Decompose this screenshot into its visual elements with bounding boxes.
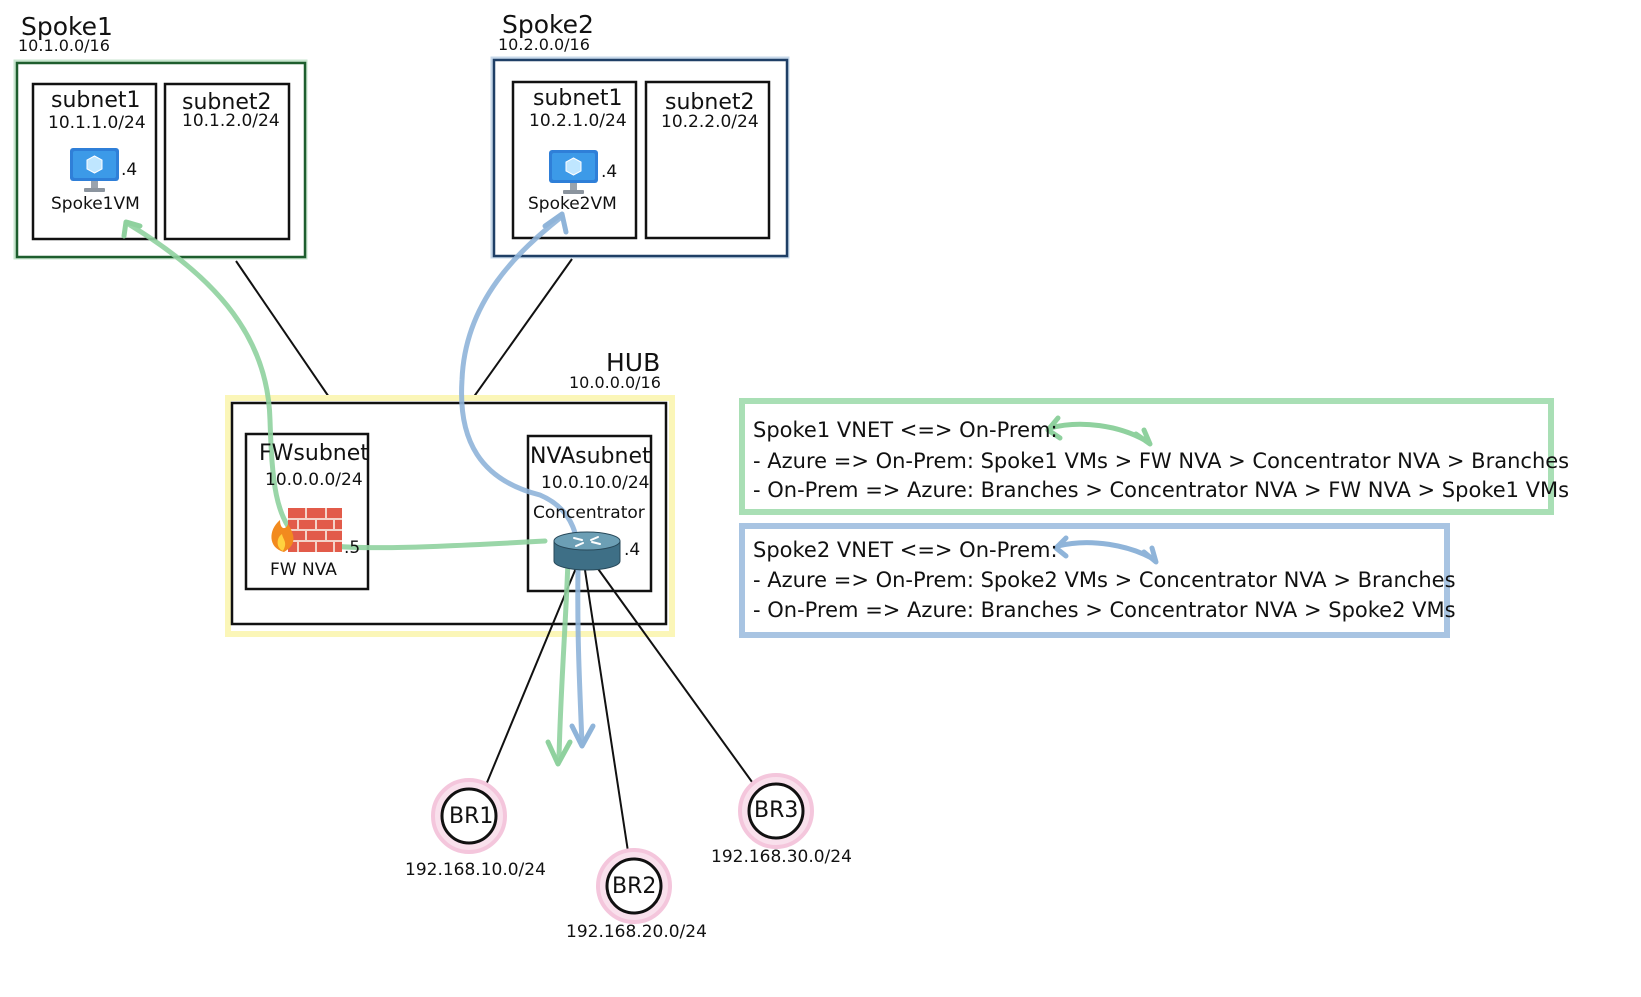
- legend-spoke2-box: [739, 523, 1450, 638]
- legend-spoke2-arrow: [1055, 540, 1158, 563]
- spoke2-subnet2-cidr: 10.2.2.0/24: [661, 112, 759, 132]
- nva-subnet-name: NVAsubnet: [530, 444, 651, 469]
- spoke1-cidr: 10.1.0.0/16: [18, 36, 110, 55]
- br3-link: [595, 565, 761, 794]
- fw-subnet-name: FWsubnet: [259, 441, 369, 466]
- legend-spoke1-line2: - On-Prem => Azure: Branches > Concentra…: [753, 478, 1570, 502]
- br2-node: [596, 848, 672, 924]
- hub-vnet-highlight: [225, 395, 675, 637]
- spoke1-subnet1-box: [31, 82, 158, 241]
- legend-spoke2-arrowhead-left: [1053, 535, 1069, 559]
- nva-subnet-cidr: 10.0.10.0/24: [541, 473, 650, 493]
- spoke1-path-down: [556, 557, 571, 763]
- br2-link: [584, 569, 630, 859]
- spoke1-subnet1-cidr: 10.1.1.0/24: [48, 113, 146, 133]
- concentrator-name: Concentrator: [533, 503, 645, 523]
- spoke1-path-arrowhead-bottom: [545, 739, 573, 767]
- spoke2-vm-name: Spoke2VM: [528, 194, 617, 214]
- spoke2-subnet1-box: [511, 80, 638, 240]
- hub-title: HUB: [606, 348, 661, 377]
- legend-spoke1-arrowhead-left: [1045, 415, 1063, 441]
- spoke2-traffic-path: [459, 215, 585, 748]
- spoke2-subnet1-name: subnet1: [533, 86, 623, 111]
- spoke1-traffic-path: [127, 222, 548, 551]
- router-icon: [553, 531, 621, 571]
- legend-spoke2-title: Spoke2 VNET <=> On-Prem:: [753, 538, 1058, 562]
- fw-subnet-box: [244, 432, 370, 591]
- br1-name: BR1: [449, 804, 494, 829]
- spoke1-title: Spoke1: [21, 12, 113, 41]
- spoke2-subnet1-cidr: 10.2.1.0/24: [529, 111, 627, 131]
- spoke1-subnet2-box: [163, 82, 291, 241]
- spoke2-path-arrowhead-bottom: [569, 723, 596, 749]
- nva-subnet-box: [526, 434, 653, 593]
- spoke1-vnet-border: [15, 61, 307, 259]
- hub-vnet-box: [230, 401, 668, 626]
- firewall-icon: [271, 508, 342, 552]
- legend-spoke1-line1: - Azure => On-Prem: Spoke1 VMs > FW NVA …: [753, 449, 1570, 473]
- br2-name: BR2: [612, 874, 657, 899]
- spoke1-subnet1-name: subnet1: [51, 88, 141, 113]
- br1-cidr: 192.168.10.0/24: [405, 860, 546, 880]
- fw-nva-name: FW NVA: [270, 560, 337, 580]
- br3-node: [738, 773, 814, 849]
- legend-spoke1-box: [739, 398, 1554, 515]
- spoke1-hub-peering-line: [235, 260, 332, 401]
- fw-nva-ip: .5: [344, 538, 361, 558]
- virtual-machine-icon: [70, 148, 119, 192]
- spoke2-subnet2-box: [644, 80, 771, 240]
- legend-spoke1-title: Spoke1 VNET <=> On-Prem:: [753, 418, 1058, 442]
- br3-cidr: 192.168.30.0/24: [711, 847, 852, 867]
- spoke1-vm-name: Spoke1VM: [51, 194, 140, 214]
- br1-link: [480, 567, 577, 798]
- virtual-machine-icon: [549, 150, 598, 194]
- spoke2-hub-peering-line: [472, 258, 573, 399]
- legend-spoke2-arrowhead-right: [1141, 545, 1159, 565]
- legend-spoke2-line1: - Azure => On-Prem: Spoke2 VMs > Concent…: [753, 568, 1456, 592]
- spoke1-subnet2-cidr: 10.1.2.0/24: [182, 111, 280, 131]
- concentrator-ip: .4: [624, 540, 641, 560]
- spoke2-title: Spoke2: [502, 10, 594, 39]
- fw-subnet-cidr: 10.0.0.0/24: [265, 470, 363, 490]
- hub-cidr: 10.0.0.0/16: [569, 373, 661, 392]
- br1-node: [431, 778, 507, 854]
- br2-cidr: 192.168.20.0/24: [566, 922, 707, 942]
- spoke1-path-arrowhead-top: [121, 219, 143, 239]
- spoke1-vm-ip: .4: [121, 160, 138, 180]
- spoke2-vnet-border: [492, 58, 789, 258]
- spoke2-cidr: 10.2.0.0/16: [498, 35, 590, 54]
- legend-spoke2-line2: - On-Prem => Azure: Branches > Concentra…: [753, 598, 1456, 622]
- spoke2-vm-ip: .4: [601, 162, 618, 182]
- spoke2-path-arrowhead-top: [542, 211, 569, 235]
- legend-spoke1-arrow: [1047, 421, 1151, 445]
- legend-spoke1-arrowhead-right: [1133, 427, 1153, 447]
- spoke2-subnet2-name: subnet2: [665, 90, 755, 115]
- br3-name: BR3: [754, 798, 799, 823]
- spoke1-subnet2-name: subnet2: [182, 90, 272, 115]
